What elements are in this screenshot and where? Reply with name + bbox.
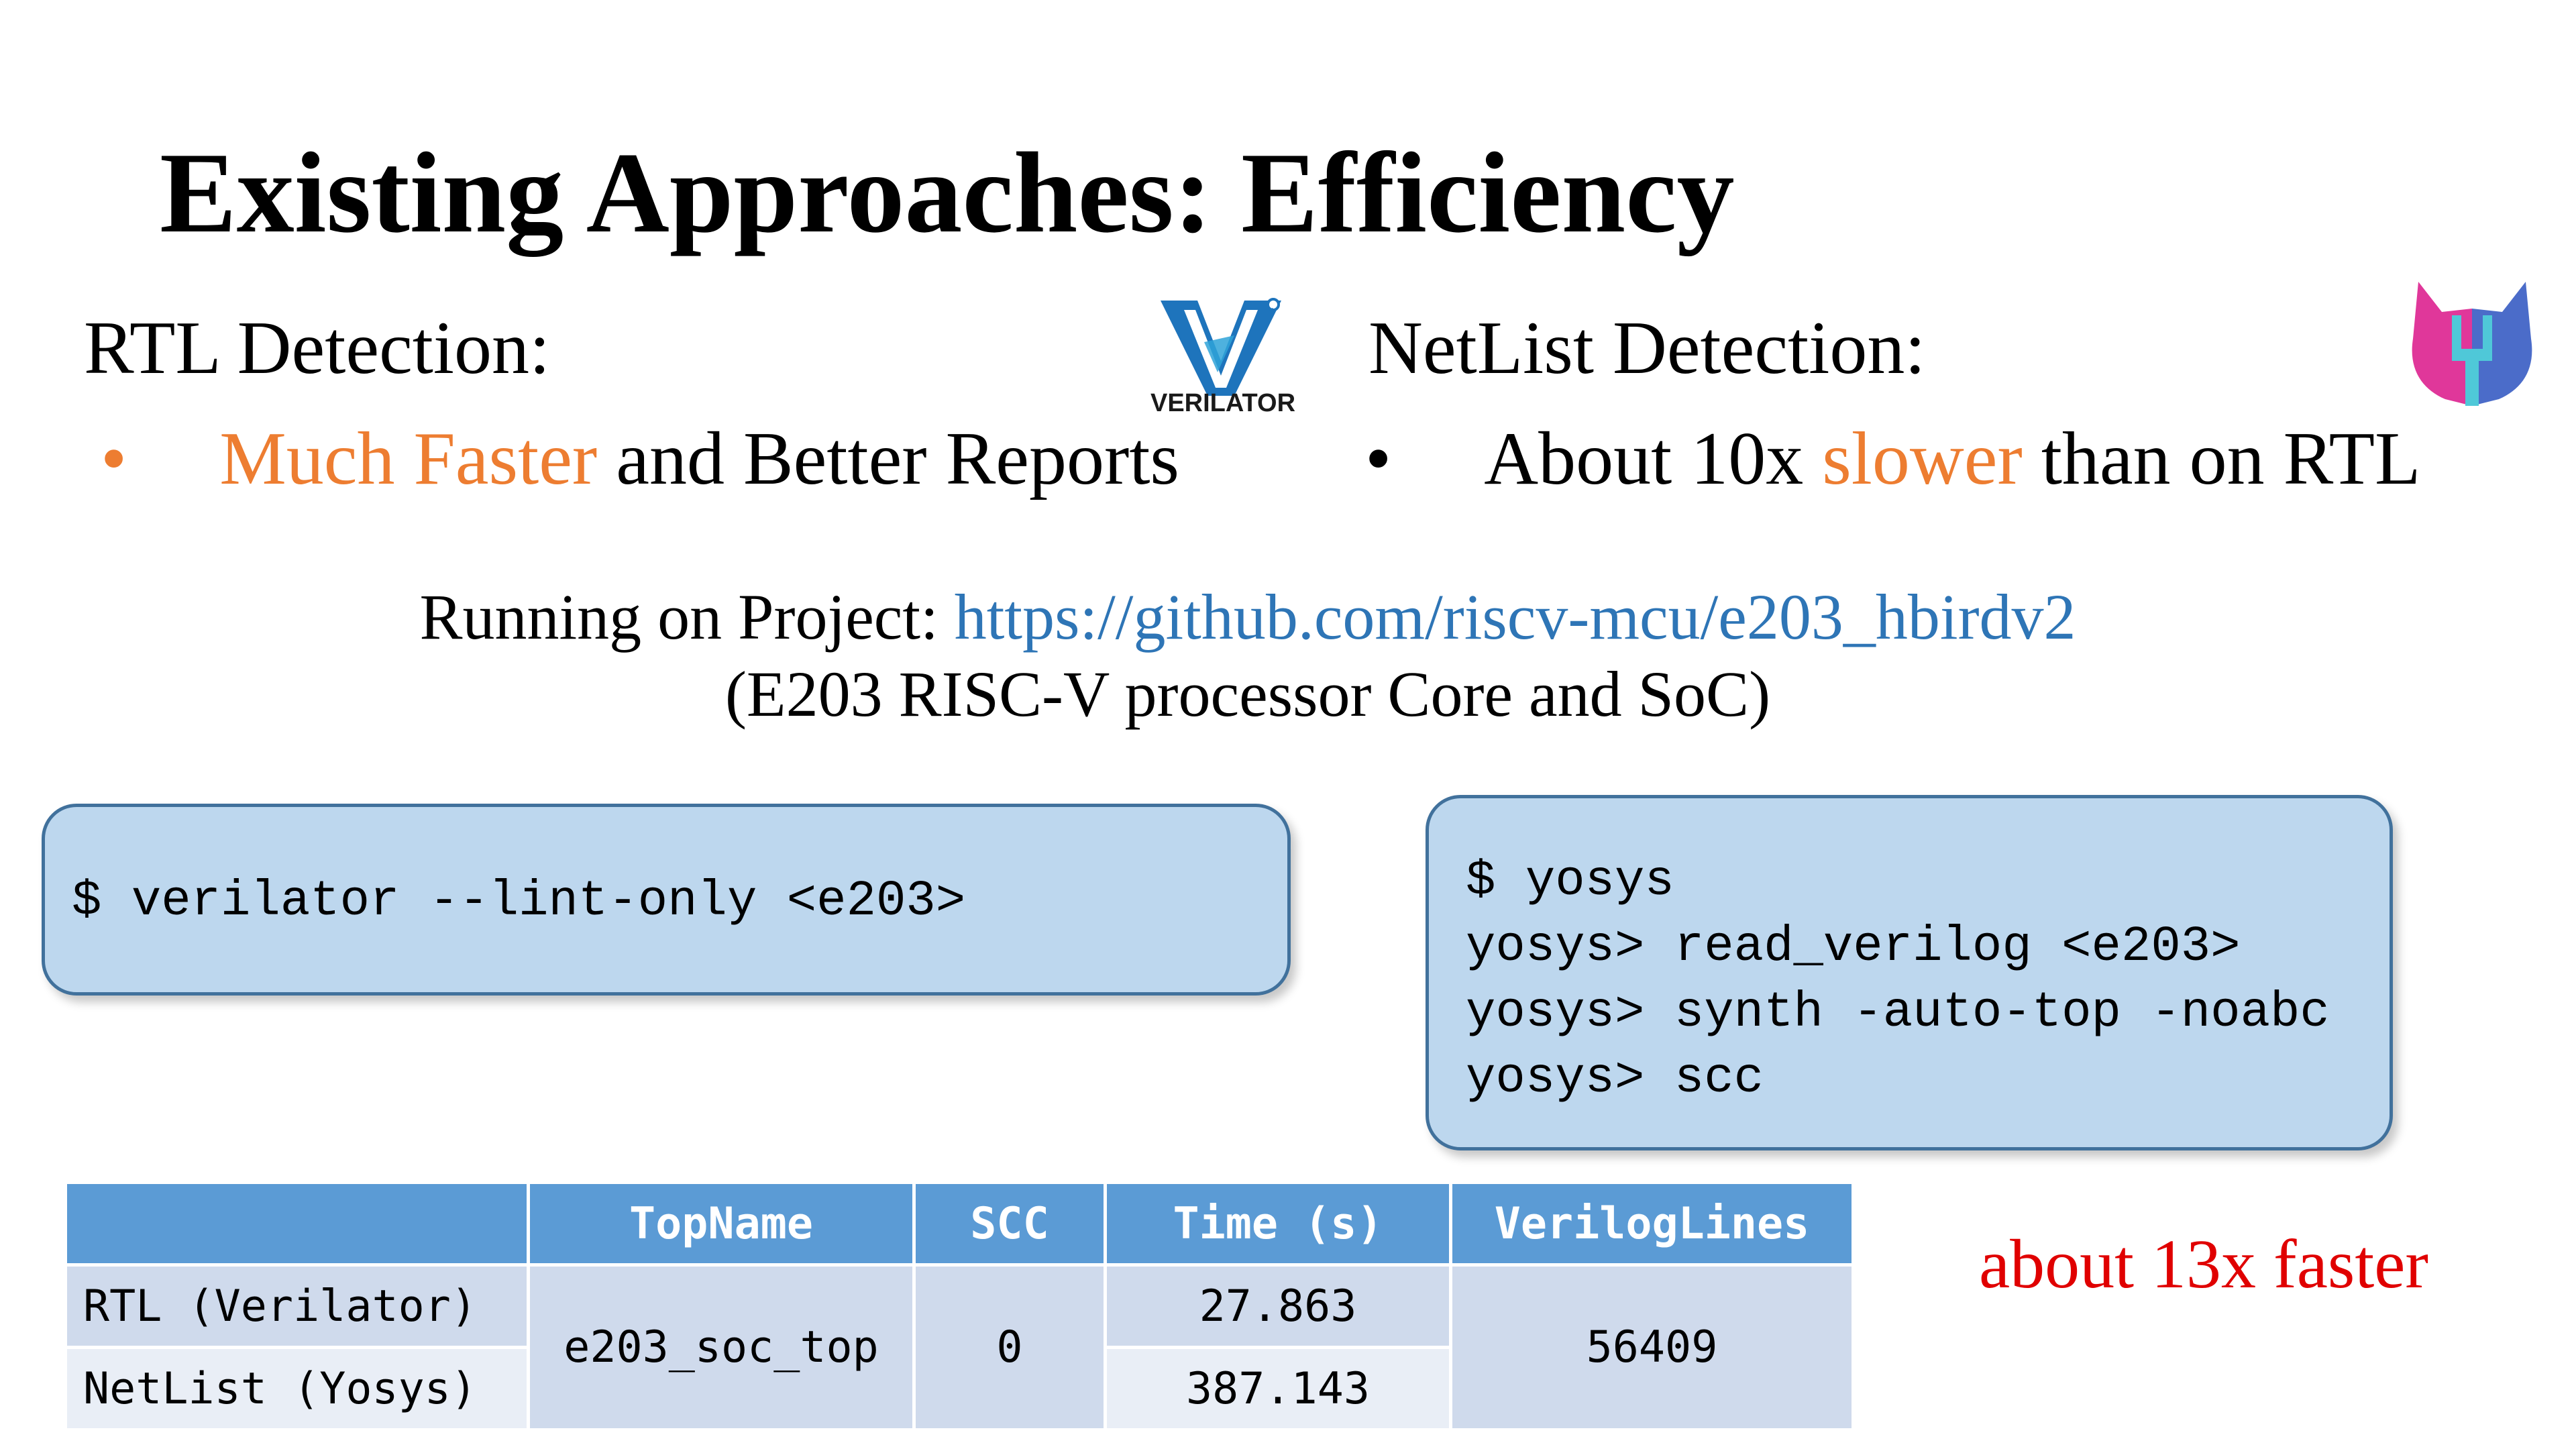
table-header-empty <box>64 1181 530 1267</box>
netlist-bullet-accent: slower <box>1822 417 2023 500</box>
slide-title: Existing Approaches: Efficiency <box>160 129 1735 257</box>
yosys-command-lines: $ yosys yosys> read_verilog <e203> yosys… <box>1466 849 2330 1112</box>
yosys-command-line: $ yosys <box>1466 853 1674 910</box>
table-row: RTL (Verilator) e203_soc_top 0 27.863 56… <box>64 1263 1855 1432</box>
table-row: NetList (Yosys) 387.143 <box>64 1346 1854 1432</box>
yosys-logo-icon <box>2412 282 2532 406</box>
time-cell-netlist: 387.143 <box>1104 1346 1452 1432</box>
yosys-command-line: yosys> read_verilog <e203> <box>1466 919 2241 975</box>
speedup-callout: about 13x faster <box>1979 1226 2429 1303</box>
verilator-logo: VERILATOR <box>1134 295 1308 423</box>
time-cell-rtl: 27.863 <box>1104 1263 1452 1349</box>
row-label-netlist: NetList (Yosys) <box>64 1346 530 1432</box>
yosys-command-line: yosys> scc <box>1466 1051 1764 1107</box>
rtl-detection-heading: RTL Detection: <box>84 307 551 390</box>
rtl-bullet: • Much Faster and Better Reports <box>101 416 1179 502</box>
verilator-logo-text: VERILATOR <box>1150 389 1296 417</box>
netlist-bullet: • About 10x slower than on RTL <box>1365 416 2420 502</box>
netlist-detection-heading: NetList Detection: <box>1368 307 1926 390</box>
rtl-bullet-rest: and Better Reports <box>597 417 1180 500</box>
project-link[interactable]: https://github.com/riscv-mcu/e203_hbirdv… <box>954 581 2076 653</box>
table-header-veriloglines: VerilogLines <box>1449 1181 1855 1267</box>
verilator-logo-icon <box>1161 298 1281 396</box>
table-header-time: Time (s) <box>1104 1181 1452 1267</box>
verilator-command-box: $ verilator --lint-only <e203> <box>42 804 1291 996</box>
verilator-command-line: $ verilator --lint-only <e203> <box>72 873 966 930</box>
netlist-bullet-pre: About 10x <box>1484 417 1823 500</box>
project-prefix: Running on Project: <box>419 581 955 653</box>
project-line: Running on Project: https://github.com/r… <box>0 580 2496 654</box>
results-table: TopName SCC Time (s) VerilogLines RTL (V… <box>64 1181 1855 1432</box>
yosys-command-line: yosys> synth -auto-top -noabc <box>1466 985 2330 1041</box>
rtl-bullet-accent: Much Faster <box>219 417 598 500</box>
table-header-scc: SCC <box>912 1181 1107 1267</box>
table-header-topname: TopName <box>527 1181 916 1267</box>
netlist-bullet-post: than on RTL <box>2022 417 2421 500</box>
topname-cell: e203_soc_top <box>527 1263 916 1432</box>
table-header-row: TopName SCC Time (s) VerilogLines <box>64 1181 1855 1267</box>
row-label-rtl: RTL (Verilator) <box>64 1263 530 1349</box>
yosys-command-box: $ yosys yosys> read_verilog <e203> yosys… <box>1426 795 2393 1150</box>
rtl-bullet-marker: • <box>101 417 127 500</box>
netlist-bullet-marker: • <box>1365 417 1392 500</box>
yosys-logo <box>2405 275 2539 409</box>
project-description: (E203 RISC-V processor Core and SoC) <box>724 658 1771 730</box>
scc-cell: 0 <box>912 1263 1107 1432</box>
veriloglines-cell: 56409 <box>1449 1263 1855 1432</box>
